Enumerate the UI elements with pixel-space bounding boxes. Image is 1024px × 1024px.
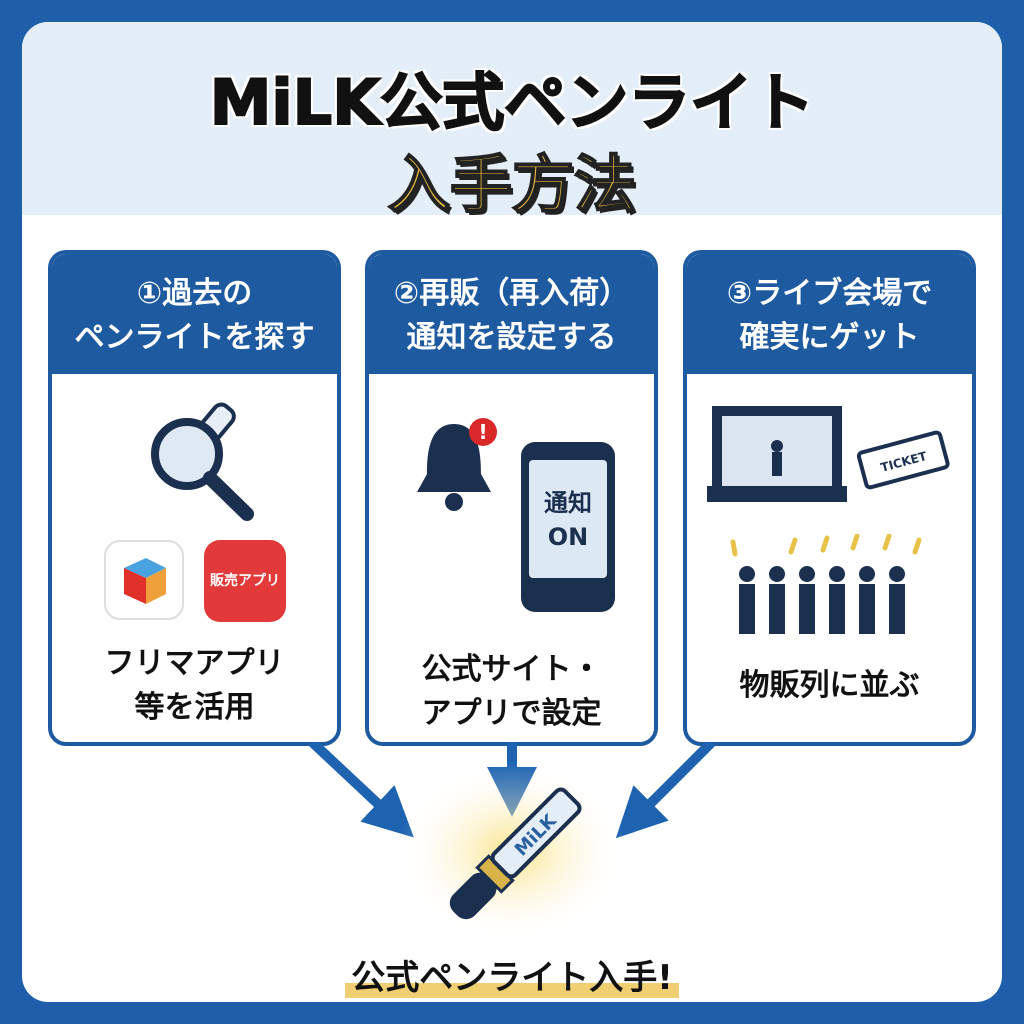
result-text: 公式ペンライト入手! [22, 950, 1002, 999]
stage-icon [707, 406, 847, 502]
arrow-right [615, 742, 716, 839]
svg-text:!: ! [478, 420, 487, 444]
sales-app-icon: 販売アプリ [204, 540, 286, 622]
bell-alert-icon: ! [417, 418, 497, 511]
card-live-venue: ③ライブ会場で確実にゲット TICKET 物販列に並ぶ [683, 250, 976, 746]
arrow-left [308, 742, 414, 838]
flea-market-app-icon [104, 540, 184, 620]
card-heading: ②再販（再入荷）通知を設定する [369, 254, 654, 374]
card-caption: 公式サイト・アプリで設定 [421, 652, 602, 731]
card-heading: ③ライブ会場で確実にゲット [687, 254, 972, 374]
crowd-with-penlights-icon [730, 534, 922, 634]
title-banner: MiLK公式ペンライト 入手方法 [22, 22, 1002, 222]
infographic-panel: MiLK公式ペンライト 入手方法 ①過去のペンライトを探す 販売アプリ フリマア… [22, 22, 1002, 1002]
card-caption: フリマアプリ等を活用 [104, 646, 285, 725]
card-heading: ①過去のペンライトを探す [52, 254, 337, 374]
card-caption: 物販列に並ぶ [739, 668, 920, 703]
penlight-icon: MiLK [397, 762, 627, 942]
title-line2: 入手方法 [387, 147, 637, 222]
title-line1: MiLK公式ペンライト [209, 65, 816, 140]
magnifier-penlight-icon [151, 402, 254, 521]
ticket-icon: TICKET [856, 430, 950, 490]
card-search-past: ①過去のペンライトを探す 販売アプリ フリマアプリ等を活用 [48, 250, 341, 746]
